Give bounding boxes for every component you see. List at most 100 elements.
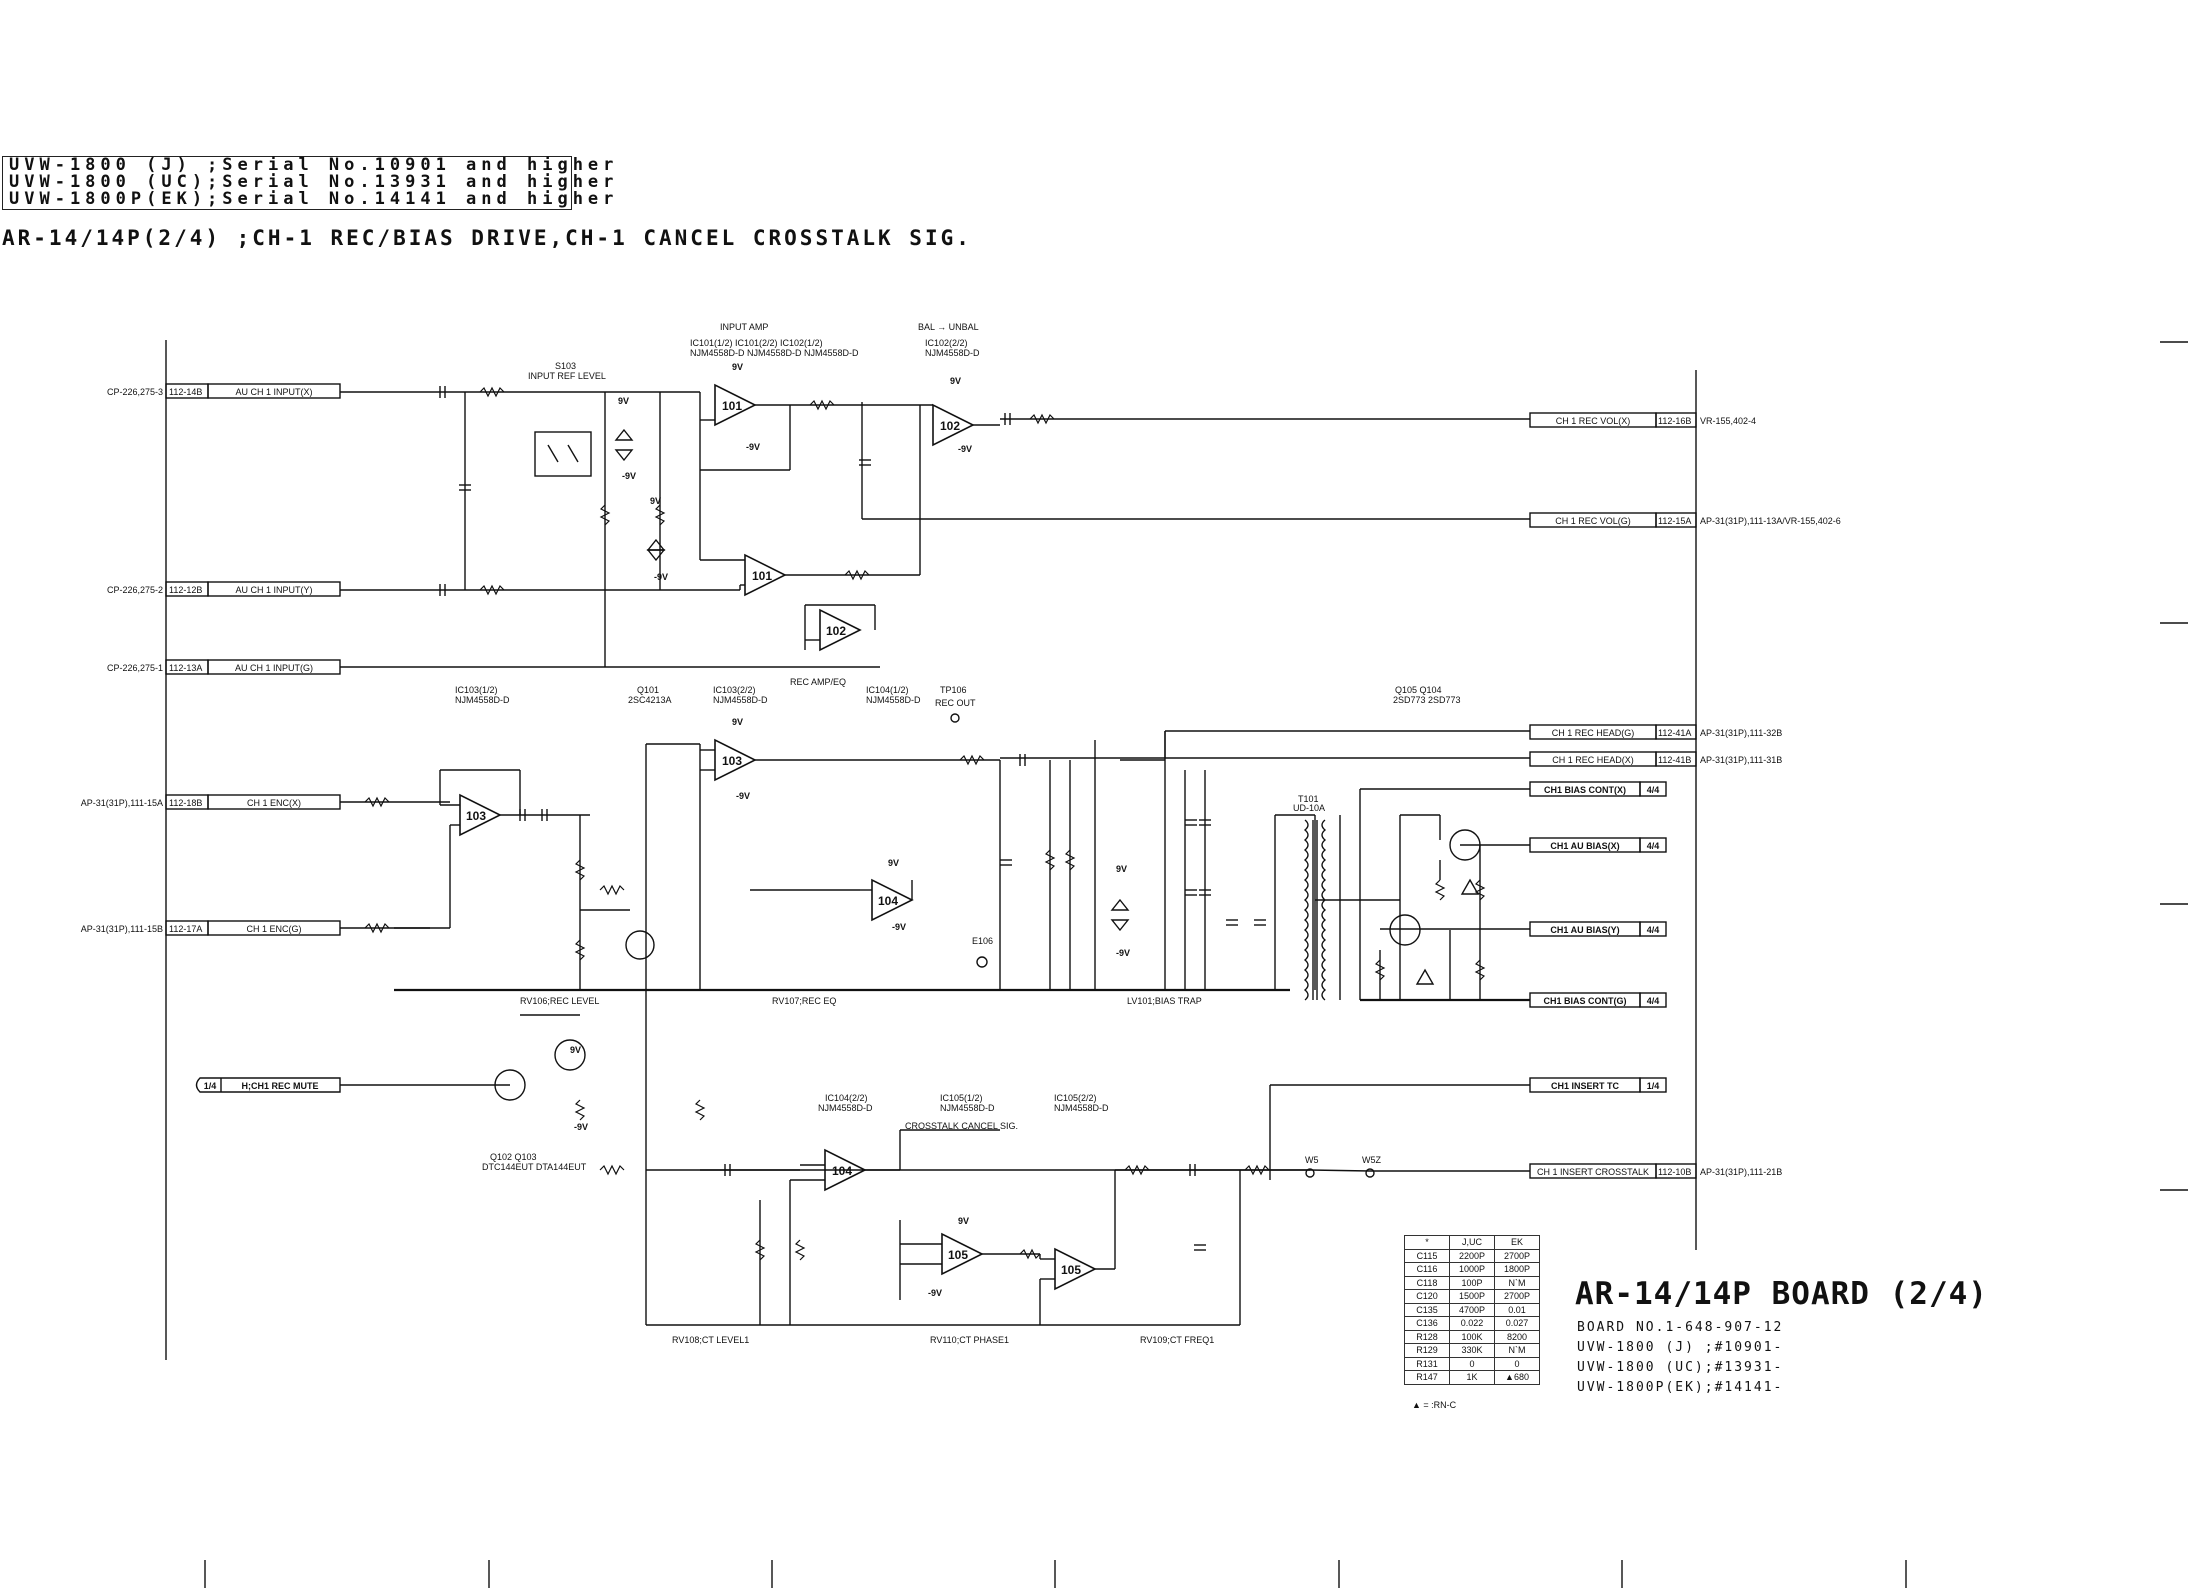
warning-icon (1415, 878, 1480, 985)
q-types-label: 2SD773 2SD773 (1393, 695, 1461, 705)
legend-cell: R147 (1404, 1370, 1450, 1385)
sheet-link-label: CH1 INSERT TC (1551, 1081, 1620, 1091)
switch-s103 (534, 431, 592, 477)
input-label: CH 1 ENC(G) (246, 924, 301, 934)
opamp-label: 104 (832, 1164, 852, 1178)
board-info-line: UVW-1800 (J) ;#10901- (1577, 1340, 1784, 1355)
resistors (364, 386, 1486, 1261)
supply-label: -9V (622, 471, 636, 481)
mute-link-label: H;CH1 REC MUTE (241, 1081, 318, 1091)
lv101-label: LV101;BIAS TRAP (1127, 996, 1202, 1006)
q101-type: 2SC4213A (628, 695, 672, 705)
rv109-label: RV109;CT FREQ1 (1140, 1335, 1214, 1345)
ic104-2-label: IC104(2/2) (825, 1093, 868, 1103)
rec-out-label: REC OUT (935, 698, 976, 708)
bal-unbal-label: BAL → UNBAL (918, 322, 979, 332)
ic104-1-type: NJM4558D-D (866, 695, 921, 705)
output-ref: AP-31(31P),111-32B (1700, 728, 1782, 738)
supply-label: 9V (1116, 864, 1127, 874)
right-connectors (1529, 412, 1697, 1179)
output-label: CH 1 INSERT CROSSTALK (1537, 1167, 1649, 1177)
ic103-2-label: IC103(2/2) (713, 685, 756, 695)
legend-cell: C116 (1404, 1262, 1450, 1277)
ic103-1-type: NJM4558D-D (455, 695, 510, 705)
legend-cell: 2200P (1449, 1248, 1495, 1263)
output-wiring (394, 402, 1530, 1326)
ic105-1-label: IC105(1/2) (940, 1093, 983, 1103)
legend-cell: ▲680 (1494, 1370, 1540, 1385)
output-label: CH 1 REC VOL(X) (1556, 416, 1631, 426)
input-label: AU CH 1 INPUT(Y) (235, 585, 312, 595)
output-ref: VR-155,402-4 (1700, 416, 1756, 426)
crosstalk-label: CROSSTALK CANCEL SIG. (905, 1121, 1018, 1131)
left-connectors (165, 383, 341, 936)
legend-header-row: * J,UC EK (1404, 1235, 1540, 1250)
input-conn: 112-13A (169, 663, 202, 673)
input-amp-label: INPUT AMP (720, 322, 768, 332)
output-ref: AP-31(31P),111-13A/VR-155,402-6 (1700, 516, 1841, 526)
input-conn: 112-18B (169, 798, 202, 808)
legend-cell: 0.022 (1449, 1316, 1495, 1331)
capacitors (439, 386, 1266, 1251)
legend-header-cell: * (1404, 1235, 1450, 1250)
supply-label: -9V (1116, 948, 1130, 958)
legend-cell: C136 (1404, 1316, 1450, 1331)
e106-label: E106 (972, 936, 993, 946)
sheet-link-page: 1/4 (1647, 1081, 1660, 1091)
opamp-label: 103 (722, 754, 742, 768)
supply-label: -9V (654, 572, 668, 582)
rv107-label: RV107;REC EQ (772, 996, 836, 1006)
opamp-label: 105 (948, 1248, 968, 1262)
ic104-2-type: NJM4558D-D (818, 1103, 873, 1113)
legend-cell: N`M (1494, 1343, 1540, 1358)
output-ref: AP-31(31P),111-21B (1700, 1167, 1782, 1177)
output-label: CH 1 REC HEAD(G) (1552, 728, 1635, 738)
output-ref: AP-31(31P),111-31B (1700, 755, 1782, 765)
diodes (614, 428, 1130, 932)
input-label: CH 1 ENC(X) (247, 798, 301, 808)
rv106-label: RV106;REC LEVEL (520, 996, 599, 1006)
ic102-2-label: IC102(2/2) (925, 338, 968, 348)
mute-link-page: 1/4 (204, 1081, 217, 1091)
input-label: AU CH 1 INPUT(X) (235, 387, 312, 397)
ic103-1-label: IC103(1/2) (455, 685, 498, 695)
input-ics-label: IC101(1/2) IC101(2/2) IC102(1/2) (690, 338, 823, 348)
legend-cell: 100P (1449, 1275, 1495, 1290)
supply-label: 9V (732, 362, 743, 372)
legend-cell: 8200 (1494, 1329, 1540, 1344)
q101-label: Q101 (637, 685, 659, 695)
input-ref: CP-226,275-1 (107, 663, 163, 673)
q105-q104-label: Q105 Q104 (1395, 685, 1442, 695)
ic104-1-label: IC104(1/2) (866, 685, 909, 695)
opamp-label: 103 (466, 809, 486, 823)
ic103-2-type: NJM4558D-D (713, 695, 768, 705)
serial-line: UVW-1800 (UC);Serial No.13931 and higher (9, 172, 619, 192)
input-conn: 112-17A (169, 924, 202, 934)
supply-label: 9V (888, 858, 899, 868)
opamp-label: 102 (940, 419, 960, 433)
w5-label: W5 (1305, 1155, 1319, 1165)
input-ref: AP-31(31P),111-15A (81, 798, 163, 808)
legend-cell: 1000P (1449, 1262, 1495, 1277)
sheet-link-label: CH1 BIAS CONT(G) (1544, 996, 1627, 1006)
legend-cell: 330K (1449, 1343, 1495, 1358)
supply-label: -9V (736, 791, 750, 801)
board-info-line: UVW-1800 (UC);#13931- (1577, 1360, 1784, 1375)
output-conn: 112-15A (1658, 516, 1691, 526)
supply-label: -9V (574, 1122, 588, 1132)
test-points (950, 713, 1375, 1178)
output-conn: 112-10B (1658, 1167, 1691, 1177)
margin-ticks (204, 341, 2188, 1588)
opamp-label: 101 (722, 399, 742, 413)
input-ref: AP-31(31P),111-15B (81, 924, 163, 934)
board-info: BOARD NO.1-648-907-12 UVW-1800 (J) ;#109… (1577, 1318, 1783, 1398)
sheet-link-page: 4/4 (1647, 785, 1660, 795)
output-conn: 112-41A (1658, 728, 1691, 738)
sheet-link-page: 4/4 (1647, 996, 1660, 1006)
